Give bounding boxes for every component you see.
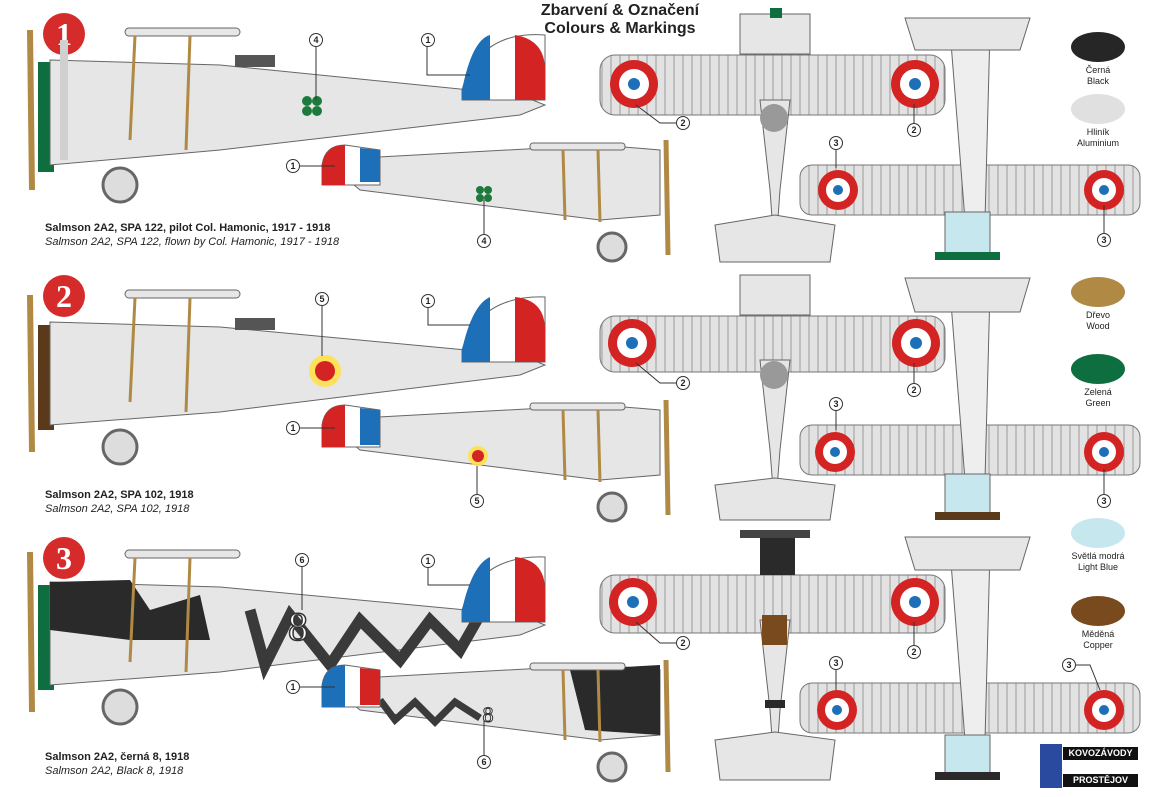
side-view-large-1 <box>27 27 547 204</box>
side-view-small-1 <box>321 139 671 263</box>
callout-3: 3 <box>1062 658 1076 672</box>
callout-2: 2 <box>907 645 921 659</box>
callout-1: 1 <box>421 33 435 47</box>
callout-2: 2 <box>676 636 690 650</box>
caption-cz: Salmson 2A2, SPA 102, 1918 <box>45 489 194 501</box>
callout-leader-lines <box>296 40 1105 755</box>
callout-1: 1 <box>286 159 300 173</box>
callout-1: 1 <box>421 294 435 308</box>
colour-swatch-light-blue <box>1071 518 1125 548</box>
fuselage-number-large: 8 <box>288 604 308 649</box>
callout-2: 2 <box>907 123 921 137</box>
top-view-3 <box>599 530 946 781</box>
bottom-view-3 <box>799 536 1141 780</box>
logo-shield-icon <box>1040 744 1062 788</box>
callout-3: 3 <box>829 136 843 150</box>
side-view-small-2 <box>321 399 671 523</box>
bottom-view-2 <box>799 277 1141 520</box>
colour-swatch-copper <box>1071 596 1125 626</box>
colour-swatch-aluminium <box>1071 94 1125 124</box>
caption-cz: Salmson 2A2, SPA 122, pilot Col. Hamonic… <box>45 222 331 234</box>
callout-1: 1 <box>286 680 300 694</box>
callout-1: 1 <box>421 554 435 568</box>
top-view-1 <box>599 8 946 263</box>
colour-swatch-green <box>1071 354 1125 384</box>
side-view-large-2 <box>27 289 547 466</box>
bottom-view-1 <box>799 17 1141 260</box>
callout-3: 3 <box>829 656 843 670</box>
colour-swatch-black <box>1071 32 1125 62</box>
side-view-large-3 <box>27 549 547 726</box>
title-en: Colours & Markings <box>544 20 696 37</box>
caption-en: Salmson 2A2, SPA 102, 1918 <box>45 503 190 515</box>
scheme-number-3: 3 <box>43 537 85 579</box>
callout-5: 5 <box>470 494 484 508</box>
scheme-caption-3: Salmson 2A2, černá 8, 1918 Salmson 2A2, … <box>45 750 189 778</box>
callout-3: 3 <box>829 397 843 411</box>
callout-1: 1 <box>286 421 300 435</box>
page-title: Zbarvení & Označení Colours & Markings <box>500 2 740 38</box>
caption-cz: Salmson 2A2, černá 8, 1918 <box>45 751 190 763</box>
scheme-number-2: 2 <box>43 275 85 317</box>
scheme-caption-1: Salmson 2A2, SPA 122, pilot Col. Hamonic… <box>45 221 339 249</box>
callout-5: 5 <box>315 292 329 306</box>
callout-6: 6 <box>477 755 491 769</box>
callout-2: 2 <box>676 116 690 130</box>
callout-2: 2 <box>907 383 921 397</box>
callout-4: 4 <box>477 234 491 248</box>
logo-line-2: PROSTĚJOV <box>1063 774 1138 787</box>
caption-en: Salmson 2A2, SPA 122, flown by Col. Hamo… <box>45 236 340 248</box>
callout-2: 2 <box>676 376 690 390</box>
colour-swatch-wood <box>1071 277 1125 307</box>
fuselage-number-small: 8 <box>483 702 494 727</box>
callout-6: 6 <box>295 553 309 567</box>
callout-3: 3 <box>1097 233 1111 247</box>
side-view-small-3 <box>321 659 671 783</box>
logo-line-1: KOVOZÁVODY <box>1063 747 1138 760</box>
callout-3: 3 <box>1097 494 1111 508</box>
callout-4: 4 <box>309 33 323 47</box>
top-view-2 <box>599 274 946 521</box>
caption-en: Salmson 2A2, Black 8, 1918 <box>45 765 184 777</box>
kovozavody-prostejov-logo: KOVOZÁVODY PROSTĚJOV <box>1030 744 1138 790</box>
scheme-caption-2: Salmson 2A2, SPA 102, 1918 Salmson 2A2, … <box>45 488 194 516</box>
title-cz: Zbarvení & Označení <box>540 2 700 19</box>
